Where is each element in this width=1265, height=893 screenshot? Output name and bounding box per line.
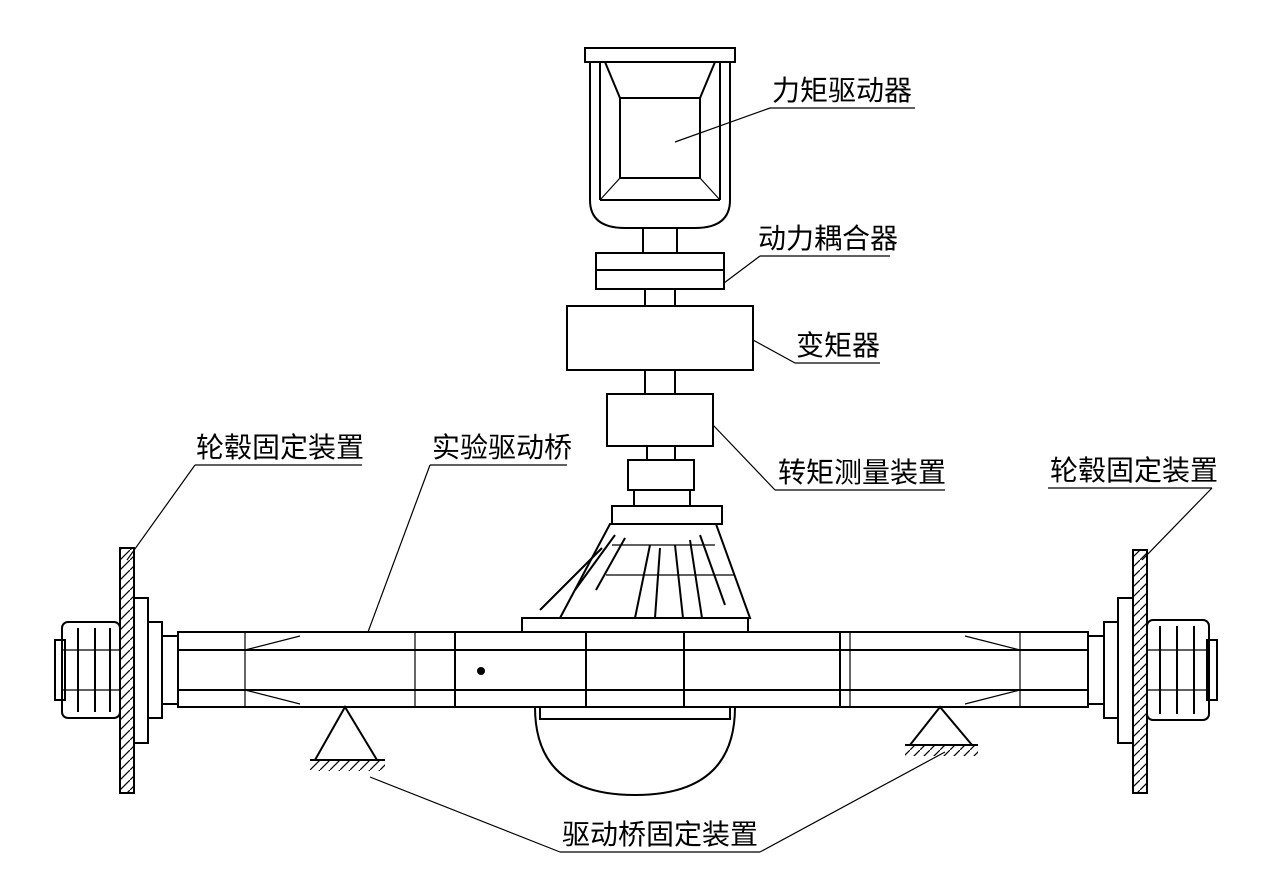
label-axle-fixture: 驱动桥固定装置 xyxy=(562,818,758,851)
label-torque-driver: 力矩驱动器 xyxy=(772,74,912,107)
torque-driver-motor xyxy=(584,47,736,229)
torque-measurement-device xyxy=(606,393,714,447)
left-axle-support xyxy=(310,705,385,771)
drive-shaft-stack xyxy=(566,227,754,507)
label-power-coupler: 动力耦合器 xyxy=(758,222,898,255)
leader-lines xyxy=(126,107,1213,853)
differential-housing xyxy=(521,505,752,633)
label-torque-measurement: 转矩测量装置 xyxy=(778,456,946,489)
right-hub-fixture xyxy=(1087,549,1218,794)
left-hub-fixture xyxy=(54,547,179,794)
torque-converter xyxy=(566,305,754,371)
axle-housing xyxy=(177,631,1089,797)
label-hub-fixture-left: 轮毂固定装置 xyxy=(196,431,364,464)
right-axle-support xyxy=(905,705,978,756)
label-torque-converter: 变矩器 xyxy=(796,329,880,362)
label-hub-fixture-right: 轮毂固定装置 xyxy=(1050,454,1218,487)
label-test-drive-axle: 实验驱动桥 xyxy=(432,431,572,464)
